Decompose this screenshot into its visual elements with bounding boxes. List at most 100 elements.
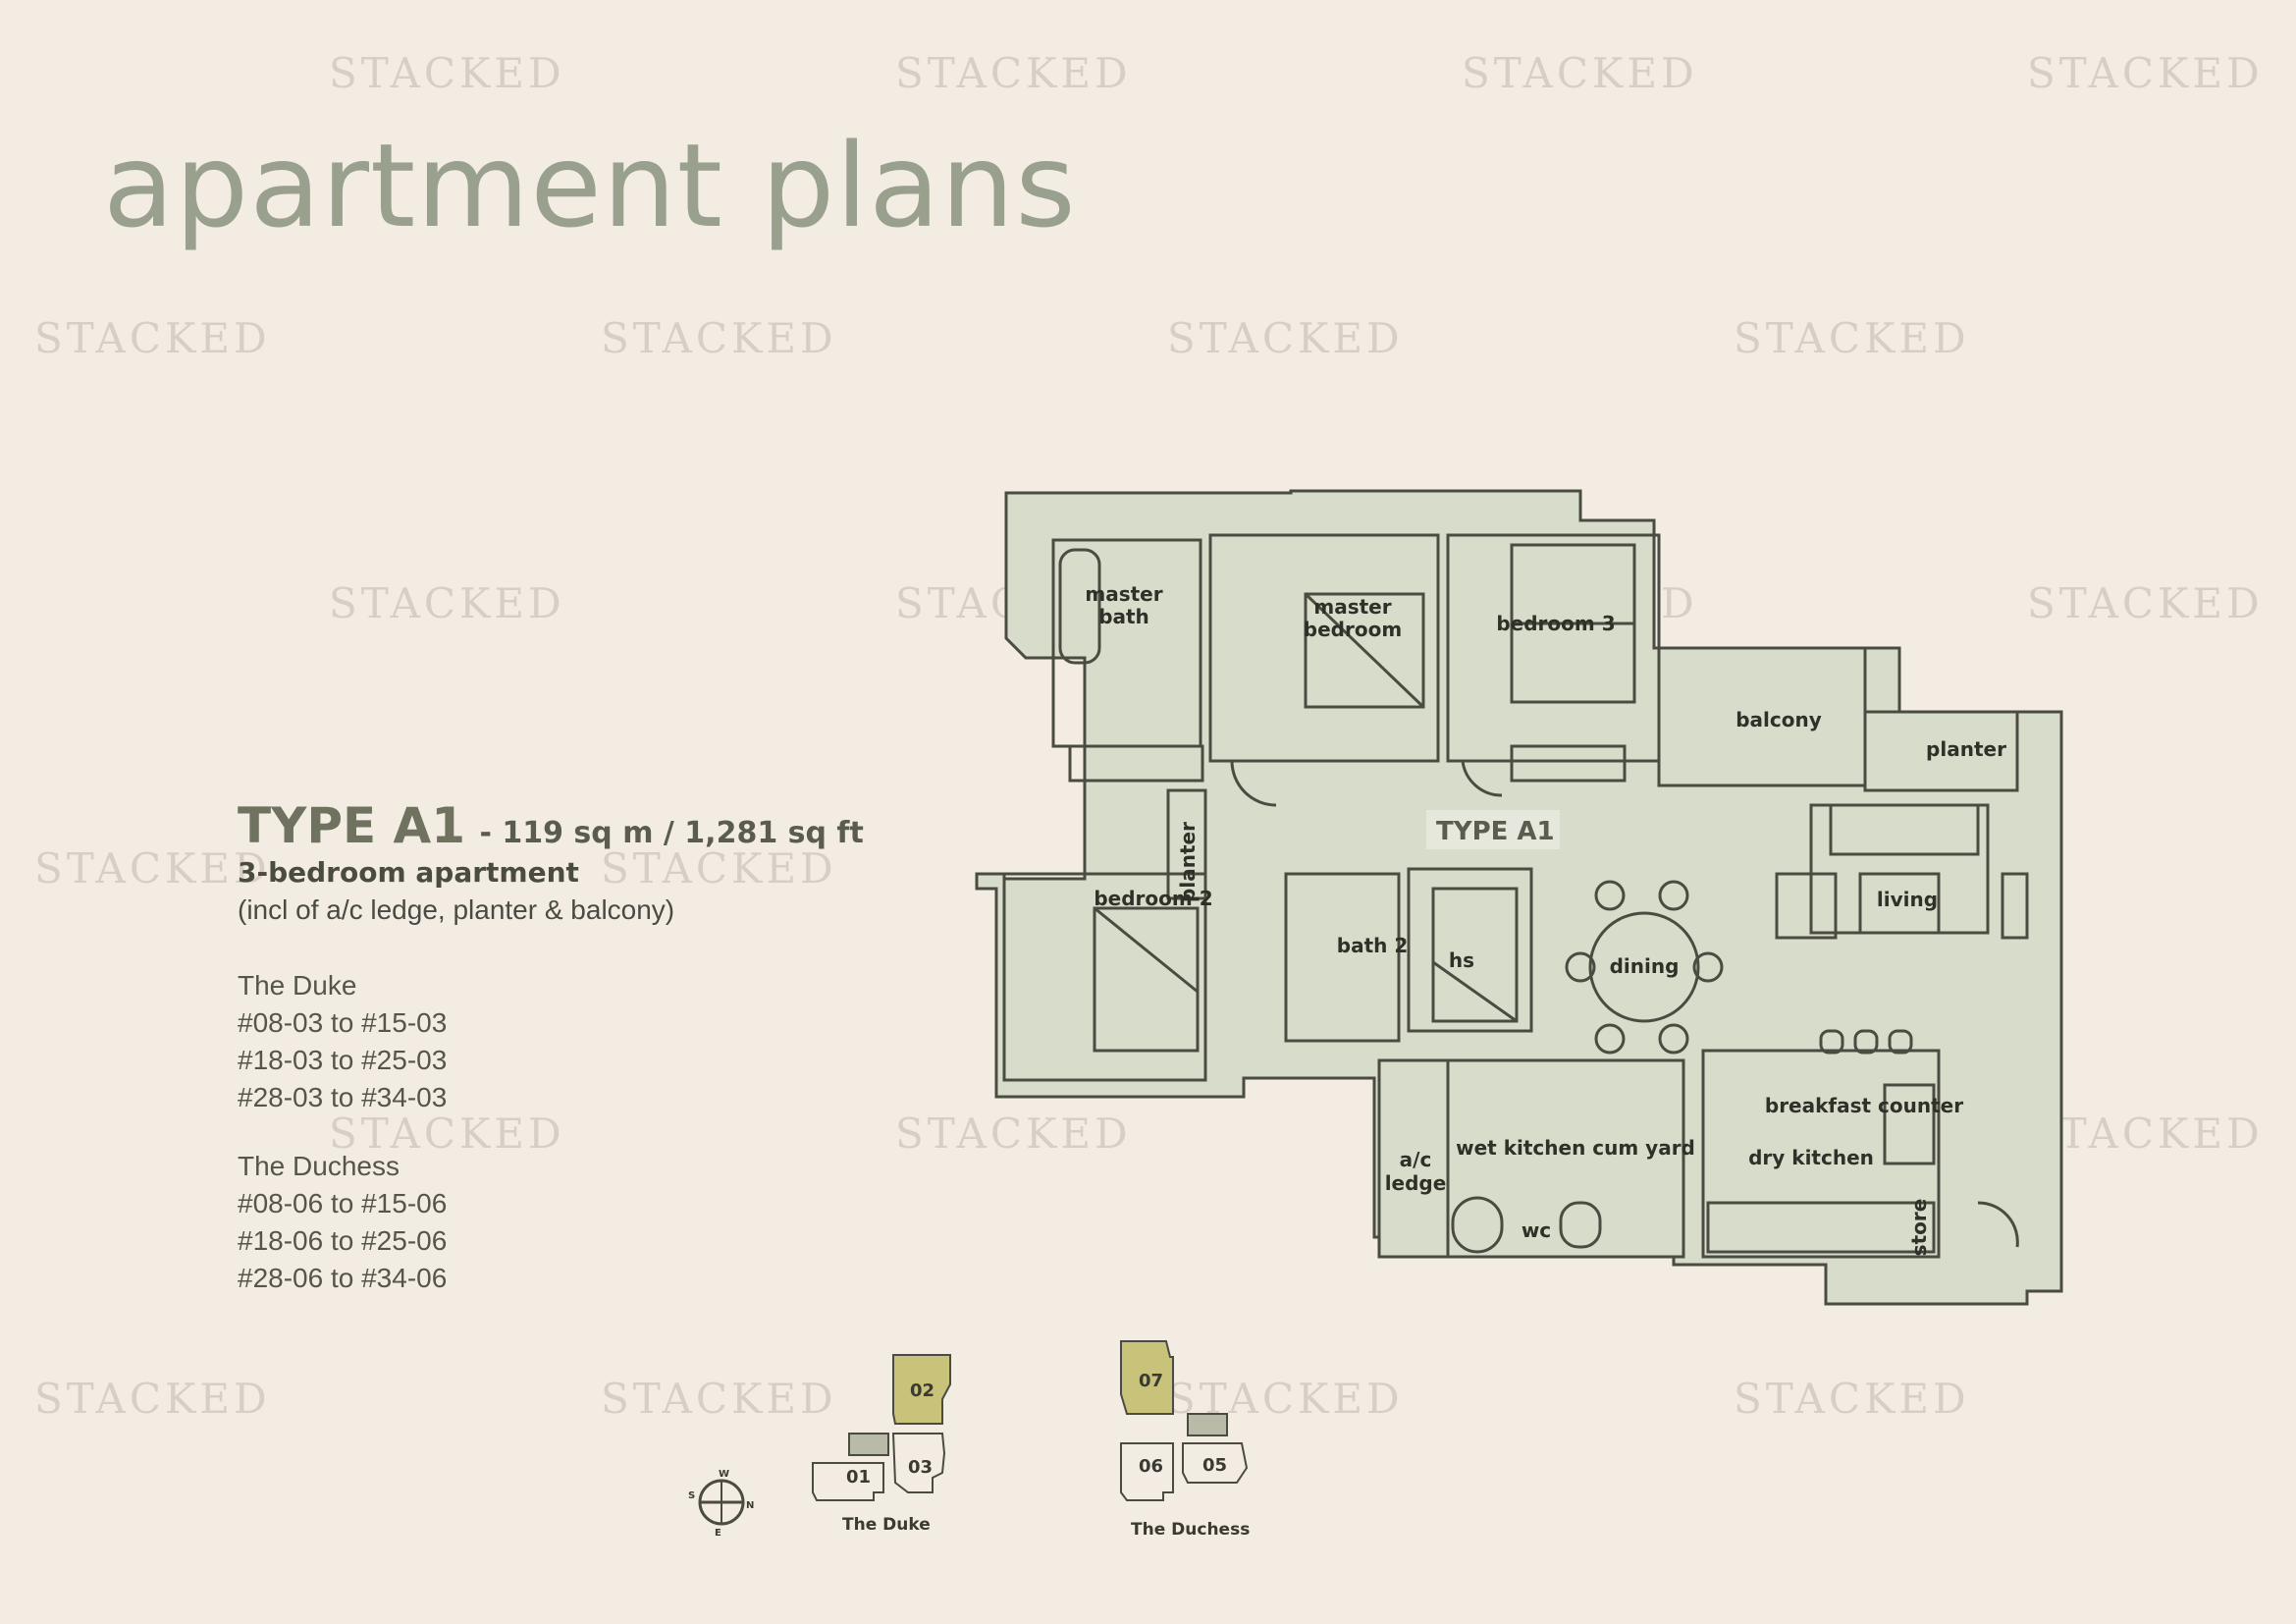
dining-table (1588, 911, 1700, 1023)
compass-w: W (719, 1469, 729, 1480)
room-label-wc: wc (1522, 1218, 1551, 1242)
type-name: TYPE A1 (238, 797, 466, 854)
planter-left-wall (1166, 788, 1207, 900)
watermark: STACKED (601, 844, 837, 893)
room-label-balcony: balcony (1735, 708, 1822, 731)
block-name: The Duke (238, 970, 357, 1001)
room-label-dining: dining (1610, 954, 1680, 978)
unit-03: 03 (908, 1457, 933, 1478)
stool-1 (1819, 1029, 1844, 1055)
compass-icon: N S W E (688, 1469, 754, 1539)
armchair (1775, 872, 1838, 940)
room-label-hs: hs (1449, 948, 1474, 972)
fridge (1883, 1083, 1936, 1165)
floor-plan: TYPE A1 master bath master bedroom bedro… (975, 489, 2063, 1306)
unit-06: 06 (1139, 1456, 1163, 1477)
type-label: TYPE A1 (1436, 817, 1555, 846)
watermark: STACKED (895, 1110, 1132, 1158)
unit-range: #08-06 to #15-06 (238, 1188, 448, 1218)
unit-info: TYPE A1 - 119 sq m / 1,281 sq ft 3-bedro… (238, 797, 864, 1297)
room-label-wet-kitchen: wet kitchen cum yard (1456, 1136, 1695, 1160)
watermark: STACKED (329, 49, 565, 97)
block-duke: The Duke #08-03 to #15-03 #18-03 to #25-… (238, 967, 864, 1116)
watermark: STACKED (1734, 314, 1970, 362)
room-label-planter-left: planter (1176, 822, 1200, 902)
room-label-master-bedroom: master (1313, 595, 1391, 619)
room-label-bedroom3: bedroom 3 (1496, 612, 1615, 635)
room-label-master-bedroom: bedroom (1304, 618, 1402, 641)
type-line: TYPE A1 - 119 sq m / 1,281 sq ft (238, 797, 864, 854)
unit-05-shape (1182, 1442, 1249, 1484)
watermark: STACKED (1462, 49, 1698, 97)
watermark: STACKED (2027, 1110, 2264, 1158)
unit-06-shape (1120, 1442, 1174, 1501)
hs-box (1431, 887, 1519, 1023)
unit-03-shape (891, 1433, 946, 1493)
unit-range: #08-03 to #15-03 (238, 1007, 448, 1038)
room-label-ac-ledge: a/c (1400, 1148, 1432, 1171)
unit-range: #18-06 to #25-06 (238, 1225, 448, 1256)
block-duchess: The Duchess #08-06 to #15-06 #18-06 to #… (238, 1148, 864, 1297)
bedroom2-bed (1093, 906, 1200, 1053)
bathtub (1058, 548, 1101, 665)
watermark: STACKED (34, 1375, 271, 1423)
kitchen-counter (1706, 1201, 1936, 1254)
watermark: STACKED (2027, 49, 2264, 97)
unit-list: #08-03 to #15-03 #18-03 to #25-03 #28-03… (238, 1004, 864, 1116)
room-label-bedroom2: bedroom 2 (1094, 887, 1212, 910)
core-icon (848, 1433, 889, 1456)
coffee-table (1858, 872, 1941, 935)
watermark: STACKED (34, 844, 271, 893)
type-area: - 119 sq m / 1,281 sq ft (479, 816, 864, 850)
unit-07: 07 (1139, 1371, 1163, 1391)
wet-kitchen-wall (1446, 1058, 1685, 1259)
room-label-master-bath: bath (1098, 605, 1149, 628)
washer (1451, 1196, 1504, 1254)
bedroom-count: 3-bedroom apartment (238, 856, 579, 889)
room-label-planter: planter (1926, 737, 2006, 761)
type-label-box (1426, 810, 1560, 849)
watermark: STACKED (34, 314, 271, 362)
page-title: apartment plans (103, 118, 1077, 253)
compass-s: S (688, 1490, 695, 1501)
wc-toilet (1559, 1201, 1602, 1249)
compass-n: N (746, 1500, 754, 1511)
wardrobe-bedroom3 (1510, 744, 1627, 783)
inclusion-note: (incl of a/c ledge, planter & balcony) (238, 894, 675, 925)
sofa (1829, 803, 1980, 856)
unit-list: #08-06 to #15-06 #18-06 to #25-06 #28-06… (238, 1185, 864, 1297)
unit-range: #18-03 to #25-03 (238, 1045, 448, 1075)
unit-02-shape (892, 1354, 951, 1425)
unit-02: 02 (910, 1380, 934, 1401)
room-label-master-bath: master (1085, 582, 1162, 606)
watermark: STACKED (601, 314, 837, 362)
master-bedroom-wall (1208, 533, 1440, 763)
tv-console (2001, 872, 2029, 940)
watermark: STACKED (329, 1110, 565, 1158)
master-bed (1304, 592, 1425, 709)
unit-07-shape (1120, 1340, 1174, 1415)
block-name: The Duchess (238, 1151, 400, 1181)
compass-e: E (715, 1528, 721, 1539)
wardrobe-master (1068, 744, 1204, 783)
watermark: STACKED (329, 579, 565, 627)
watermark: STACKED (2027, 579, 2264, 627)
watermark: STACKED (895, 49, 1132, 97)
watermark: STACKED (1734, 1375, 1970, 1423)
bath2-wall (1284, 872, 1401, 1043)
core-icon (1187, 1413, 1228, 1436)
room-label-breakfast-counter: breakfast counter (1765, 1094, 1963, 1117)
unit-range: #28-06 to #34-06 (238, 1263, 448, 1293)
unit-01: 01 (846, 1467, 871, 1488)
key-plan-duke: 02 01 03 The Duke (812, 1354, 951, 1535)
unit-01-shape (812, 1462, 884, 1501)
key-plan-duchess: 07 06 05 The Duchess (1120, 1340, 1250, 1540)
planter-right-wall (1863, 710, 2019, 792)
bedroom2-wall (1002, 872, 1207, 1082)
dry-kitchen-wall (1701, 1049, 1941, 1259)
unit-range: #28-03 to #34-03 (238, 1082, 448, 1112)
stool-2 (1853, 1029, 1879, 1055)
room-label-bath2: bath 2 (1337, 934, 1409, 957)
unit-05: 05 (1202, 1455, 1227, 1476)
watermark: STACKED (601, 1375, 837, 1423)
